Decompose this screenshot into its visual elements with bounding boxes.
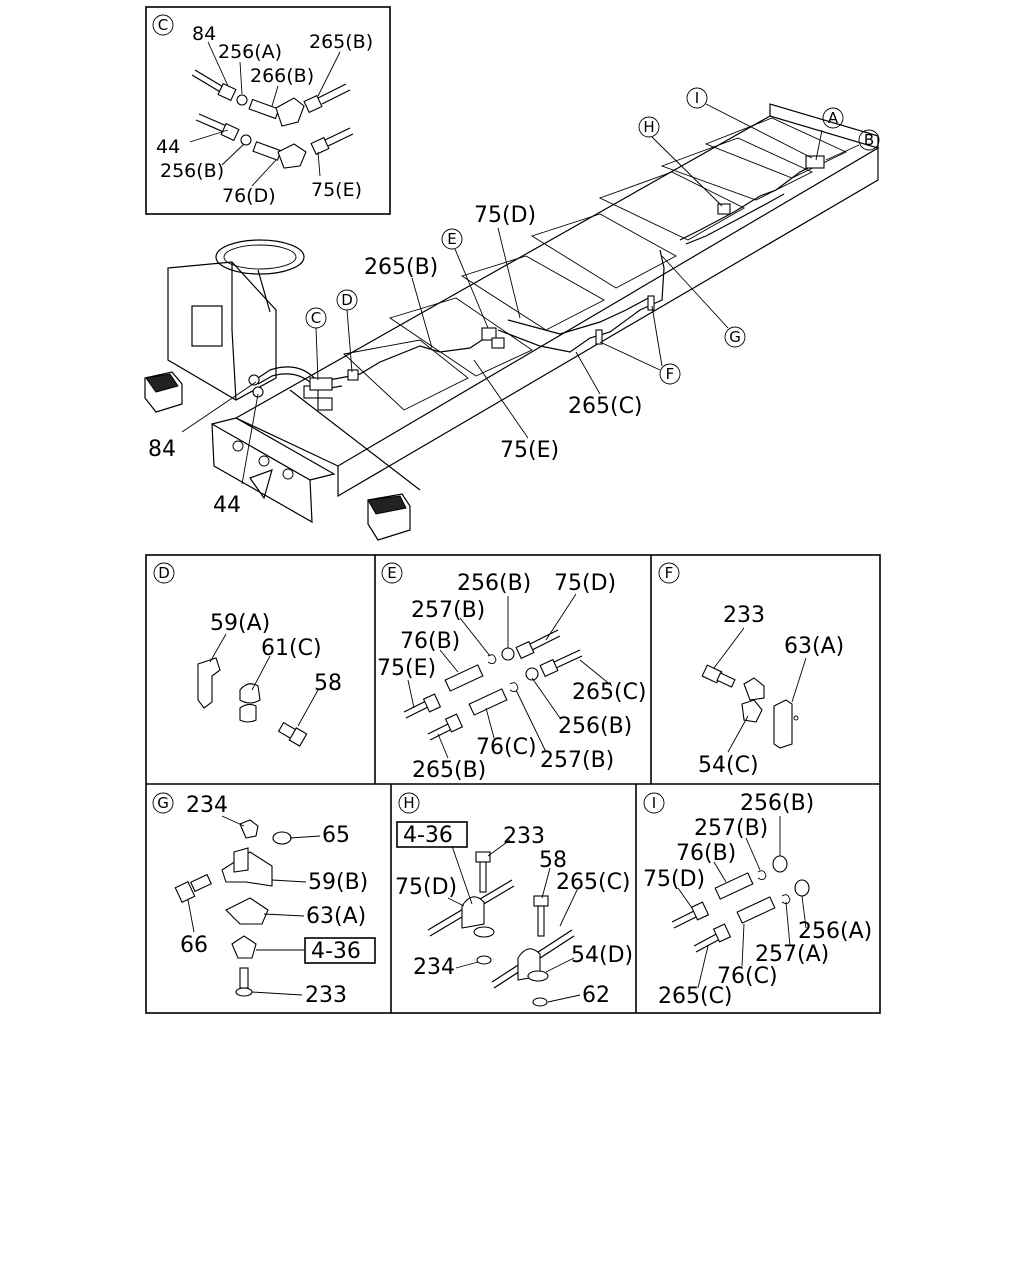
main-label-84: 84 (148, 437, 176, 462)
panel-i-label: 256(A) (798, 919, 872, 944)
detail-grid-frame (145, 554, 881, 1014)
panel-c-label: 256(A) (218, 41, 282, 63)
panel-g-label: 59(B) (308, 870, 368, 895)
panel-e-label: 265(B) (412, 758, 486, 783)
panel-g-label: 233 (305, 983, 347, 1008)
panel-c-label: 75(E) (311, 179, 362, 201)
chassis-drawing (144, 103, 880, 541)
panel-h-label: 265(C) (556, 870, 631, 895)
callout-b: B (864, 131, 874, 149)
panel-e-label: 256(B) (558, 714, 632, 739)
panel-c-label: 265(B) (309, 31, 373, 53)
panel-d-label: 58 (314, 671, 342, 696)
callout-h: H (643, 118, 654, 136)
detail-panel-d: D 59(A) 61(C) 58 (153, 562, 342, 747)
panel-i-label: 76(C) (717, 964, 778, 989)
panel-f-label: 63(A) (784, 634, 844, 659)
panel-g-label: 63(A) (306, 904, 366, 929)
callout-e: E (447, 230, 456, 248)
panel-i-letter: I (652, 794, 656, 812)
detail-panel-e: E 256(B) 75(D) 257(B) 76(B) 75(E) 26 (377, 562, 647, 783)
detail-panel-f: F 233 63(A) 54(C) (658, 562, 844, 778)
panel-d-label: 59(A) (210, 611, 270, 636)
panel-i-label: 257(B) (694, 816, 768, 841)
panel-g-ref-box: 4-36 (311, 939, 361, 964)
panel-i-label: 265(C) (658, 984, 733, 1009)
panel-h-label: 58 (539, 848, 567, 873)
panel-i-label: 76(B) (676, 841, 736, 866)
panel-c-label: 256(B) (160, 160, 224, 182)
panel-h-label: 233 (503, 824, 545, 849)
panel-f-label: 233 (723, 603, 765, 628)
panel-c-label: 266(B) (250, 65, 314, 87)
callout-i: I (695, 89, 699, 107)
panel-c-parts (191, 69, 354, 169)
panel-c-label: 84 (192, 23, 216, 45)
panel-c-letter: C (158, 16, 168, 34)
panel-g-label: 234 (186, 793, 228, 818)
panel-i-label: 256(B) (740, 791, 814, 816)
main-label-44: 44 (213, 493, 241, 518)
panel-e-label: 76(B) (400, 629, 460, 654)
detail-panel-i: I 256(B) 257(B) 76(B) 75(D) 256(A) 257(A… (643, 791, 872, 1009)
panel-h-label: 234 (413, 955, 455, 980)
panel-g-letter: G (157, 794, 169, 812)
panel-c-label: 76(D) (222, 185, 276, 207)
main-label-75e: 75(E) (500, 438, 559, 463)
panel-f-label: 54(C) (698, 753, 759, 778)
detail-panel-c: C (145, 6, 391, 215)
panel-e-label: 257(B) (540, 748, 614, 773)
panel-g-label: 65 (322, 823, 350, 848)
panel-g-label: 66 (180, 933, 208, 958)
panel-e-label: 76(C) (476, 735, 537, 760)
panel-f-letter: F (665, 564, 674, 582)
main-label-75d: 75(D) (474, 203, 536, 228)
panel-c-label: 44 (156, 136, 180, 158)
panel-c-leaders (189, 41, 341, 187)
panel-e-label: 265(C) (572, 680, 647, 705)
panel-d-label: 61(C) (261, 636, 322, 661)
detail-panel-g: G 234 65 59(B) 66 63(A) 4-36 233 (152, 792, 376, 1008)
panel-e-label: 75(D) (554, 571, 616, 596)
main-label-265b: 265(B) (364, 255, 438, 280)
callout-d: D (341, 291, 353, 309)
callout-a: A (828, 109, 839, 127)
main-label-265c: 265(C) (568, 394, 643, 419)
panel-h-label: 54(D) (571, 943, 633, 968)
panel-i-label: 257(A) (755, 942, 829, 967)
panel-h-label: 62 (582, 983, 610, 1008)
panel-d-letter: D (158, 564, 170, 582)
panel-h-letter: H (403, 794, 414, 812)
detail-panel-h: H 4-36 233 58 75(D) 265(C) 234 54(D) 62 (395, 792, 633, 1008)
panel-e-label: 256(B) (457, 571, 531, 596)
callout-f: F (666, 365, 675, 383)
panel-i-label: 75(D) (643, 867, 705, 892)
panel-h-ref-box: 4-36 (403, 823, 453, 848)
callout-g: G (729, 328, 741, 346)
panel-h-label: 75(D) (395, 875, 457, 900)
panel-e-letter: E (387, 564, 396, 582)
main-callouts: A B C D E F G H I (181, 87, 880, 485)
panel-e-label: 75(E) (377, 656, 436, 681)
panel-e-label: 257(B) (411, 598, 485, 623)
callout-c: C (311, 309, 321, 327)
